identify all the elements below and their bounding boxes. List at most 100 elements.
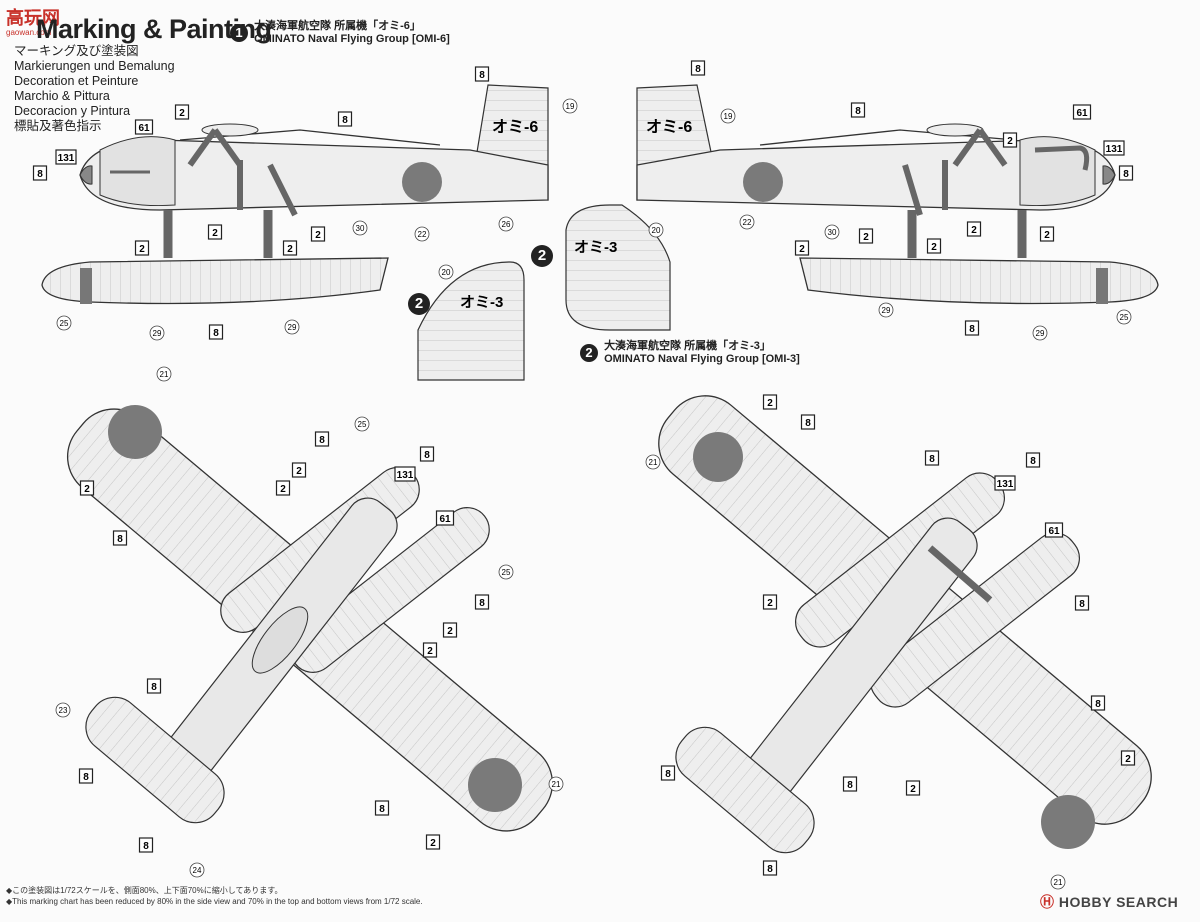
callout-box bbox=[78, 768, 94, 784]
tail-code-omi6-right: オミ-6 bbox=[646, 118, 692, 136]
callout-label: 8 bbox=[665, 769, 671, 780]
callout-label: 2 bbox=[427, 646, 433, 657]
callout-label: 2 bbox=[139, 244, 145, 255]
callout-label: 29 bbox=[153, 329, 162, 338]
callout-circle bbox=[156, 366, 172, 382]
callout-label: 8 bbox=[1030, 456, 1036, 467]
callout-label: 61 bbox=[138, 123, 150, 134]
callout-label: 25 bbox=[358, 420, 367, 429]
title-es: Decoracion y Pintura bbox=[14, 104, 131, 118]
callout-2: 2 bbox=[425, 834, 441, 850]
callout-26: 26 bbox=[498, 216, 514, 232]
callout-circle bbox=[648, 222, 664, 238]
strut-b-right bbox=[952, 128, 983, 167]
callout-box bbox=[800, 414, 816, 430]
callout-circle bbox=[284, 319, 300, 335]
callout-box bbox=[291, 462, 307, 478]
callout-8: 8 bbox=[850, 102, 866, 118]
callout-label: 2 bbox=[447, 626, 453, 637]
bottom-hinomaru-1 bbox=[693, 432, 743, 482]
callout-circle bbox=[354, 416, 370, 432]
scheme-1-jp: 大湊海軍航空隊 所属機「オミ-6」 bbox=[254, 20, 421, 32]
callout-8: 8 bbox=[138, 837, 154, 853]
callout-21: 21 bbox=[645, 454, 661, 470]
callout-2: 2 bbox=[310, 226, 326, 242]
callout-2: 2 bbox=[762, 394, 778, 410]
callout-box bbox=[32, 165, 48, 181]
callout-2: 2 bbox=[422, 642, 438, 658]
callout-25: 25 bbox=[1116, 309, 1132, 325]
callout-label: 24 bbox=[193, 866, 202, 875]
callout-131: 131 bbox=[394, 466, 416, 482]
bottom-float-b bbox=[870, 532, 1080, 708]
callout-circle bbox=[739, 214, 755, 230]
title-fr: Decoration et Peinture bbox=[14, 74, 139, 88]
callout-box bbox=[174, 104, 190, 120]
callout-circle bbox=[824, 224, 840, 240]
bottom-view bbox=[658, 395, 1152, 854]
watermark: Ⓗ HOBBY SEARCH bbox=[1040, 892, 1178, 912]
callout-label: 20 bbox=[652, 226, 661, 235]
callout-label: 21 bbox=[649, 458, 658, 467]
callout-2: 2 bbox=[207, 224, 223, 240]
callout-box bbox=[794, 240, 810, 256]
callout-2: 2 bbox=[794, 240, 810, 256]
title-zh: 標貼及著色指示 bbox=[14, 119, 102, 133]
callout-box bbox=[660, 765, 676, 781]
callout-label: 8 bbox=[479, 598, 485, 609]
scheme-2-title: 2 大湊海軍航空隊 所属機「オミ-3」 OMINATO Naval Flying… bbox=[580, 340, 800, 366]
callout-circle bbox=[498, 564, 514, 580]
callout-label: 131 bbox=[397, 470, 414, 481]
callout-box bbox=[964, 320, 980, 336]
callout-8: 8 bbox=[1090, 695, 1106, 711]
callout-24: 24 bbox=[189, 862, 205, 878]
callout-2: 2 bbox=[858, 228, 874, 244]
callout-box bbox=[1103, 140, 1125, 156]
callout-8: 8 bbox=[78, 768, 94, 784]
callout-circle bbox=[55, 702, 71, 718]
callout-box bbox=[1120, 750, 1136, 766]
callout-circle bbox=[548, 776, 564, 792]
callout-circle bbox=[352, 220, 368, 236]
callout-box bbox=[337, 111, 353, 127]
callout-box bbox=[850, 102, 866, 118]
callout-circle bbox=[189, 862, 205, 878]
main-float-left bbox=[41, 257, 389, 305]
callout-circle bbox=[414, 226, 430, 242]
callout-2: 2 bbox=[1039, 226, 1055, 242]
callout-box bbox=[1118, 165, 1134, 181]
callout-label: 29 bbox=[1036, 329, 1045, 338]
callout-label: 8 bbox=[151, 682, 157, 693]
tail-code-omi3-left: オミ-3 bbox=[460, 294, 503, 311]
callout-label: 2 bbox=[315, 230, 321, 241]
callout-8: 8 bbox=[762, 860, 778, 876]
callout-label: 2 bbox=[280, 484, 286, 495]
callout-box bbox=[419, 446, 435, 462]
watermark-mark: Ⓗ bbox=[1040, 894, 1055, 910]
scheme-2-number: 2 bbox=[580, 344, 598, 362]
callout-61: 61 bbox=[1072, 104, 1092, 120]
callout-box bbox=[442, 622, 458, 638]
callout-box bbox=[690, 60, 706, 76]
hinomaru-side-right bbox=[743, 162, 783, 202]
callout-2: 2 bbox=[442, 622, 458, 638]
callout-box bbox=[905, 780, 921, 796]
callout-box bbox=[994, 475, 1016, 491]
callout-2: 2 bbox=[966, 221, 982, 237]
callout-box bbox=[146, 678, 162, 694]
title-it: Marchio & Pittura bbox=[14, 89, 110, 103]
callout-2: 2 bbox=[134, 240, 150, 256]
scheme-2-badge-left: 2 bbox=[408, 293, 430, 315]
callout-circle bbox=[1032, 325, 1048, 341]
float-band-left bbox=[80, 268, 92, 304]
callout-61: 61 bbox=[1044, 522, 1064, 538]
callout-20: 20 bbox=[648, 222, 664, 238]
callout-box bbox=[762, 594, 778, 610]
callout-box bbox=[282, 240, 298, 256]
callout-29: 29 bbox=[1032, 325, 1048, 341]
callout-label: 131 bbox=[58, 153, 75, 164]
callout-label: 8 bbox=[213, 328, 219, 339]
callout-label: 2 bbox=[767, 398, 773, 409]
scheme-2-badge-right: 2 bbox=[531, 245, 553, 267]
exhaust-right bbox=[1034, 145, 1090, 171]
